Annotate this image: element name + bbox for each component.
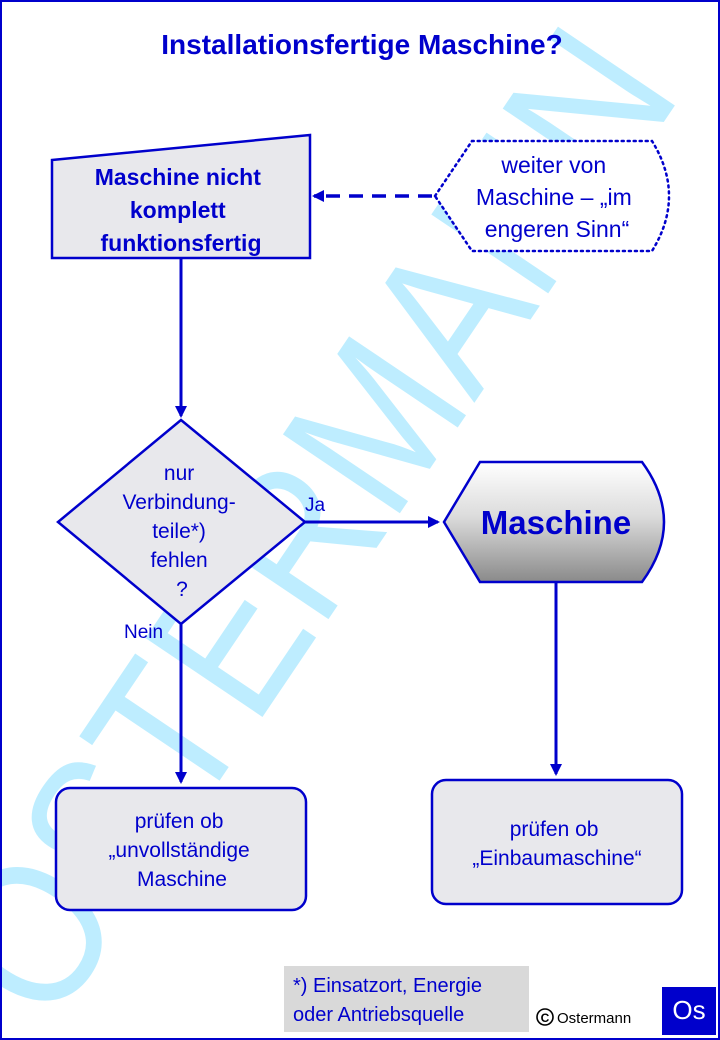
continue-from-line: engeren Sinn“ [485,216,630,242]
copyright-symbol: C [541,1011,550,1025]
copyright-name: Ostermann [557,1010,631,1027]
decision-node-text: nur Verbindung- teile*) fehlen ? [122,462,241,601]
check-installation-line: prüfen ob [510,818,599,841]
continue-from-line: weiter von [500,152,606,178]
footnote-text: *) Einsatzort, Energie oder Antriebsquel… [293,975,488,1026]
decision-line: teile*) [152,520,206,543]
footnote-line: oder Antriebsquelle [293,1004,464,1026]
check-incomplete-node-text: prüfen ob „unvollständige Maschine [108,810,255,891]
continue-from-node-text: weiter von Maschine – „im engeren Sinn“ [476,152,638,242]
page-title: Installationsfertige Maschine? [161,29,562,60]
decision-line: Verbindung- [122,491,235,514]
check-installation-line: „Einbaumaschine“ [472,847,641,870]
start-node-text: Maschine nicht komplett funktionsfertig [95,164,268,256]
os-logo [662,987,716,1035]
start-node-line: komplett [130,197,226,223]
check-incomplete-line: Maschine [137,868,227,891]
no-label: Nein [124,622,163,643]
footnote-line: *) Einsatzort, Energie [293,975,482,997]
footnote-box [284,966,529,1032]
yes-label: Ja [305,495,326,516]
check-installation-node-shape [430,778,684,906]
check-incomplete-node-shape [54,786,308,912]
decision-line: nur [164,462,194,485]
start-node-line: funktionsfertig [101,230,262,256]
decision-line: fehlen [150,549,207,572]
continue-from-line: Maschine – „im [476,184,632,210]
check-incomplete-line: „unvollständige [108,839,249,862]
start-node-line: Maschine nicht [95,164,261,190]
copyright-icon [536,1008,554,1026]
decision-line: ? [176,578,188,601]
check-incomplete-line: prüfen ob [135,810,224,833]
machine-node-shape [442,460,666,584]
machine-node-label: Maschine [481,504,631,541]
start-node-shape [50,133,312,260]
os-logo-text: Os [672,995,705,1025]
check-installation-node-text: prüfen ob „Einbaumaschine“ [472,818,641,870]
continue-from-node-shape [433,139,671,253]
